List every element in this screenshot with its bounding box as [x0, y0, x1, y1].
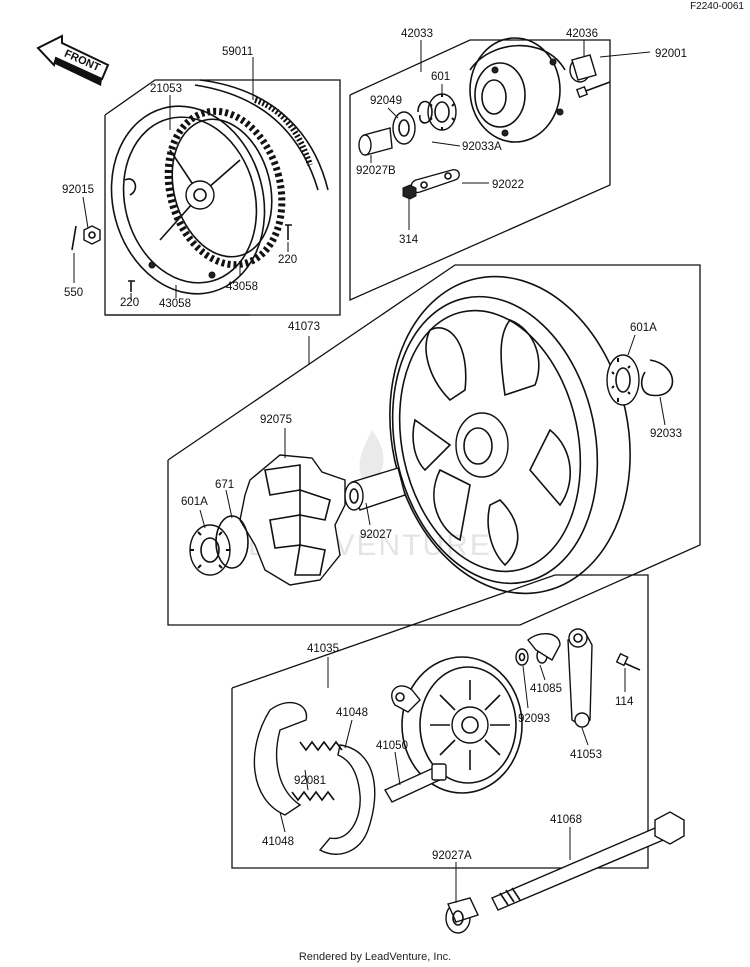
label-92049: 92049 [370, 95, 402, 107]
label-43058-left: 43058 [159, 298, 191, 310]
label-41073: 41073 [288, 321, 320, 333]
label-220-right: 220 [278, 254, 297, 266]
label-92033A: 92033A [462, 141, 502, 153]
label-92033: 92033 [650, 428, 682, 440]
label-43058-right: 43058 [226, 281, 258, 293]
label-601: 601 [431, 71, 450, 83]
label-550: 550 [64, 287, 83, 299]
label-42036: 42036 [566, 28, 598, 40]
label-92027A: 92027A [432, 850, 472, 862]
label-42033: 42033 [401, 28, 433, 40]
label-41048-upper: 41048 [336, 707, 368, 719]
label-92093: 92093 [518, 713, 550, 725]
label-92027B: 92027B [356, 165, 396, 177]
label-41050: 41050 [376, 740, 408, 752]
brake-assembly [253, 628, 641, 855]
sprocket-assembly [71, 79, 329, 295]
label-41035: 41035 [307, 643, 339, 655]
diagram-code: F2240-0061 [690, 1, 744, 12]
label-92027: 92027 [360, 529, 392, 541]
hub-assembly [358, 37, 611, 200]
group-boxes [104, 39, 701, 869]
label-92075: 92075 [260, 414, 292, 426]
front-arrow-icon: FRONT [36, 34, 110, 86]
label-59011: 59011 [222, 46, 253, 58]
label-601A-lower: 601A [181, 496, 208, 508]
label-41053: 41053 [570, 749, 602, 761]
label-41048-lower: 41048 [262, 836, 294, 848]
label-41068: 41068 [550, 814, 582, 826]
label-92015: 92015 [62, 184, 94, 196]
label-92001: 92001 [655, 48, 687, 60]
footer-credit: Rendered by LeadVenture, Inc. [299, 951, 451, 963]
label-41085: 41085 [530, 683, 562, 695]
leader-lines [73, 40, 666, 903]
label-314: 314 [399, 234, 419, 246]
label-220-left: 220 [120, 297, 139, 309]
label-671: 671 [215, 479, 234, 491]
label-92022: 92022 [492, 179, 524, 191]
label-21053: 21053 [150, 83, 182, 95]
label-601A-upper: 601A [630, 322, 657, 334]
label-114: 114 [615, 696, 634, 708]
axle [445, 811, 685, 934]
label-92081: 92081 [294, 775, 326, 787]
part-labels: 59011 21053 92015 550 220 220 43058 4305… [62, 28, 687, 862]
wheel-assembly [189, 275, 674, 595]
